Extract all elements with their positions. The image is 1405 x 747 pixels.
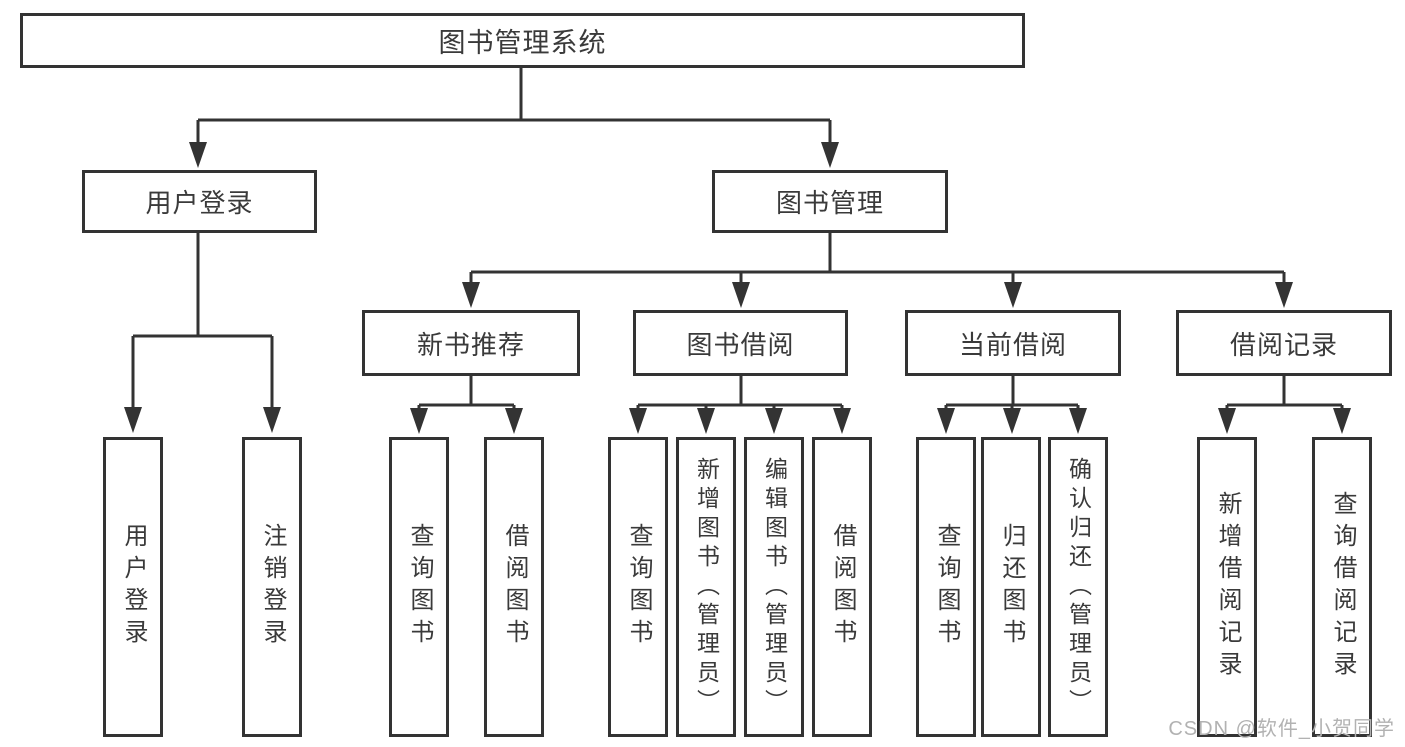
edge-line (131, 233, 274, 408)
leaf-query-books-recommend: 查询图书 (389, 437, 449, 737)
edge-newbook-to-leaves (410, 376, 523, 434)
leaf-label: 确认归还（管理员） (1065, 456, 1092, 718)
leaf-label: 用户登录 (120, 523, 147, 651)
leaf-add-borrow-record: 新增借阅记录 (1197, 437, 1257, 737)
leaf-label: 借阅图书 (501, 523, 528, 651)
csdn-watermark: CSDN @软件_小贺同学 (1168, 718, 1395, 740)
edge-borrow-to-leaves (629, 376, 851, 434)
node-new-book-recommend: 新书推荐 (362, 310, 580, 376)
arrowhead (697, 408, 715, 434)
arrowhead (1275, 282, 1293, 308)
arrowhead (1004, 282, 1022, 308)
leaf-label: 新增图书（管理员） (693, 456, 720, 718)
node-book-borrow: 图书借阅 (633, 310, 848, 376)
node-current-borrow: 当前借阅 (905, 310, 1121, 376)
arrowhead (410, 408, 428, 434)
node-label: 用户登录 (145, 188, 254, 218)
leaf-label: 借阅图书 (829, 523, 856, 651)
edge-current-to-leaves (937, 376, 1087, 434)
arrowhead (1003, 408, 1021, 434)
node-label: 图书管理系统 (438, 28, 607, 58)
arrowhead (821, 142, 839, 168)
arrowhead (937, 408, 955, 434)
leaf-label: 编辑图书（管理员） (761, 456, 788, 718)
leaf-label: 注销登录 (259, 523, 286, 651)
arrowhead (1333, 408, 1351, 434)
arrowhead (1069, 408, 1087, 434)
leaf-label: 查询借阅记录 (1329, 491, 1356, 683)
edge-line (1225, 376, 1344, 409)
node-system-root: 图书管理系统 (20, 13, 1025, 68)
edge-records-to-leaves (1218, 376, 1351, 434)
arrowhead (1218, 408, 1236, 434)
edge-line (944, 376, 1080, 409)
edge-bookmgmt-to-level2 (462, 233, 1293, 308)
arrowhead (765, 408, 783, 434)
arrowhead (505, 408, 523, 434)
leaf-return-books: 归还图书 (981, 437, 1041, 737)
edge-line (196, 68, 832, 143)
arrowhead (732, 282, 750, 308)
leaf-user-login: 用户登录 (103, 437, 163, 737)
leaf-label: 新增借阅记录 (1214, 491, 1241, 683)
leaf-edit-books-admin: 编辑图书（管理员） (744, 437, 804, 737)
leaf-label: 查询图书 (933, 523, 960, 651)
node-borrow-records: 借阅记录 (1176, 310, 1392, 376)
leaf-label: 查询图书 (406, 523, 433, 651)
node-user-login: 用户登录 (82, 170, 317, 233)
leaf-add-books-admin: 新增图书（管理员） (676, 437, 736, 737)
edge-line (636, 376, 844, 409)
leaf-query-books-borrow: 查询图书 (608, 437, 668, 737)
node-label: 借阅记录 (1229, 329, 1338, 360)
node-label: 图书管理 (775, 188, 884, 218)
node-label: 当前借阅 (958, 329, 1067, 360)
arrowhead (629, 408, 647, 434)
edge-line (417, 376, 516, 409)
leaf-borrow-books-recommend: 借阅图书 (484, 437, 544, 737)
leaf-label: 归还图书 (998, 523, 1025, 651)
arrowhead (124, 407, 142, 433)
arrowhead (263, 407, 281, 433)
node-book-management: 图书管理 (712, 170, 948, 233)
edge-userlogin-to-leaves (124, 233, 281, 433)
leaf-confirm-return-admin: 确认归还（管理员） (1048, 437, 1108, 737)
node-label: 图书借阅 (686, 329, 795, 360)
arrowhead (833, 408, 851, 434)
leaf-query-borrow-record: 查询借阅记录 (1312, 437, 1372, 737)
edge-line (469, 233, 1286, 283)
leaf-borrow-books: 借阅图书 (812, 437, 872, 737)
leaf-query-books-current: 查询图书 (916, 437, 976, 737)
arrowhead (189, 142, 207, 168)
leaf-label: 查询图书 (625, 523, 652, 651)
arrowhead (462, 282, 480, 308)
edge-root-to-level1 (189, 68, 839, 168)
node-label: 新书推荐 (416, 329, 525, 360)
leaf-logout: 注销登录 (242, 437, 302, 737)
